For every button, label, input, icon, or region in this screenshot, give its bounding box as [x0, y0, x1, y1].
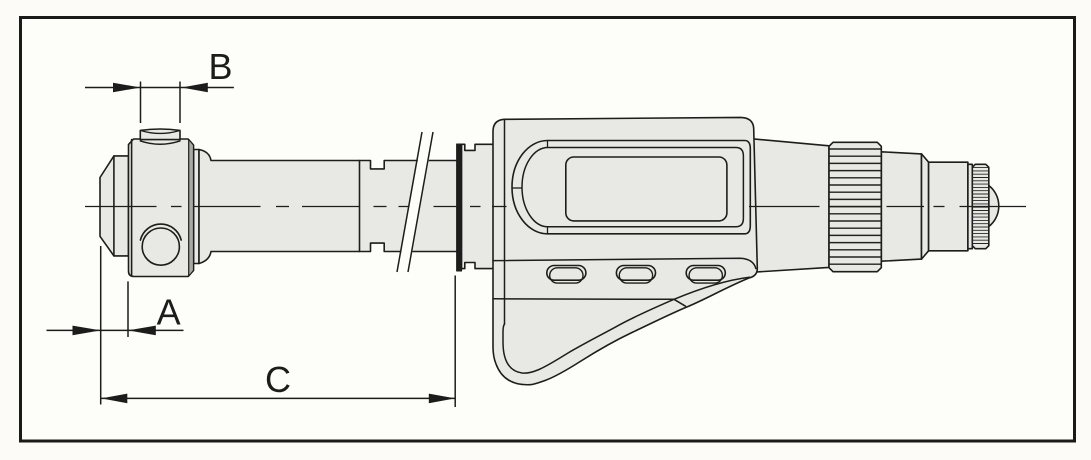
svg-text:A: A [157, 292, 181, 333]
svg-text:B: B [208, 46, 232, 87]
svg-text:C: C [265, 359, 291, 400]
